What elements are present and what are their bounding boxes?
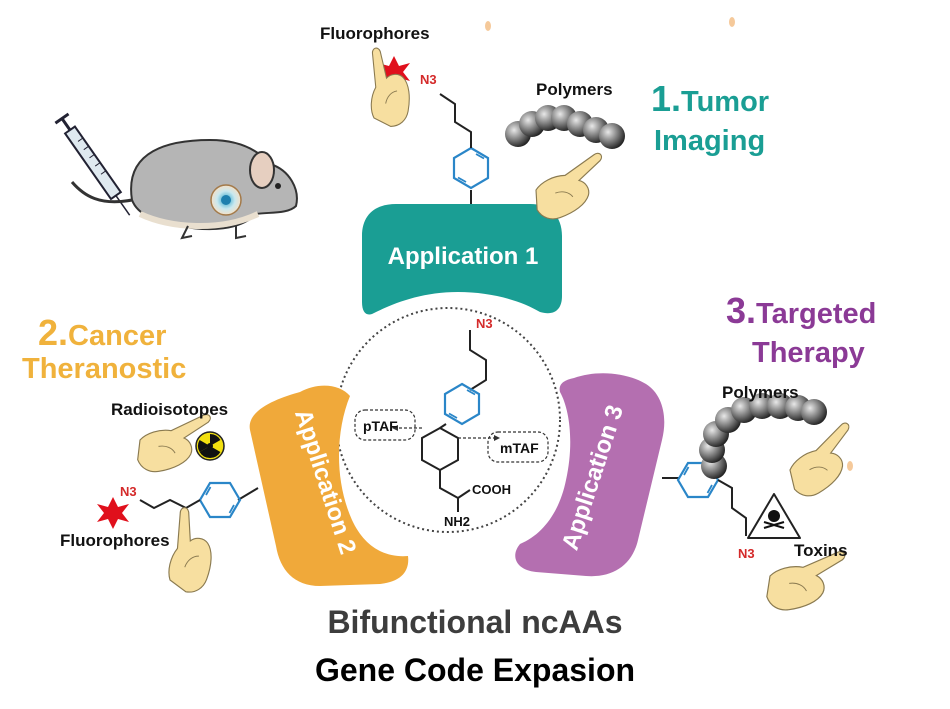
decor-dot (847, 461, 853, 471)
right-linker (662, 461, 747, 536)
decor-dot (729, 17, 735, 27)
application-1-title-line1: Tumor (681, 86, 770, 118)
application-1-title: 1.Tumor (651, 81, 770, 119)
hand-icon (525, 151, 617, 225)
footer-line2: Gene Code Expasion (314, 652, 636, 688)
application-2-number: 2. (38, 312, 69, 353)
hand-icon (359, 46, 419, 130)
molecule-azide-label: N3 (476, 316, 493, 331)
application-3-title-line2: Therapy (752, 337, 865, 369)
molecule-nh2-label: NH2 (444, 514, 470, 529)
application-1-label: Application 1 (388, 243, 539, 270)
application-2-pad (249, 385, 409, 586)
polymer-chain-icon (505, 105, 625, 149)
hand-icon (777, 421, 871, 504)
hand-icon (154, 506, 228, 598)
application-3-pad (515, 373, 665, 577)
polymer-chain-icon (699, 393, 827, 479)
explosion-icon (97, 497, 129, 529)
syringe-icon (54, 112, 131, 216)
decor-dot (485, 21, 491, 31)
polymers-right-label: Polymers (722, 383, 799, 402)
mouse-icon (70, 138, 298, 240)
application-3-number: 3. (726, 290, 757, 331)
top-azide-label: N3 (420, 72, 437, 87)
right-azide-label: N3 (738, 546, 755, 561)
molecule-mtaf-label: mTAF (500, 440, 539, 456)
application-1-number: 1. (651, 78, 682, 119)
application-3-title-line1: Targeted (756, 298, 877, 330)
left-linker (139, 481, 259, 519)
top-linker (439, 93, 490, 204)
toxin-skull-icon (747, 493, 801, 539)
application-2-title: 2.Cancer (38, 315, 167, 353)
polymers-top-label: Polymers (536, 80, 613, 99)
toxins-label: Toxins (794, 541, 848, 560)
molecule-cooh-label: COOH (472, 482, 511, 497)
fluorophores-left-label: Fluorophores (60, 531, 170, 550)
application-1-title-line2: Imaging (654, 125, 766, 157)
application-3-title: 3.Targeted (726, 293, 877, 331)
fluorophores-top-label: Fluorophores (320, 24, 430, 43)
application-1-pad (362, 204, 562, 315)
application-2-title-line2: Theranostic (22, 353, 187, 385)
molecule-ptaf-label: pTAF (363, 418, 398, 434)
footer-line1: Bifunctional ncAAs (327, 604, 623, 640)
radioisotopes-label: Radioisotopes (111, 400, 228, 419)
left-azide-label: N3 (120, 484, 137, 499)
central-molecule (354, 330, 549, 512)
radiation-icon (195, 431, 225, 461)
application-2-title-line1: Cancer (68, 320, 167, 352)
